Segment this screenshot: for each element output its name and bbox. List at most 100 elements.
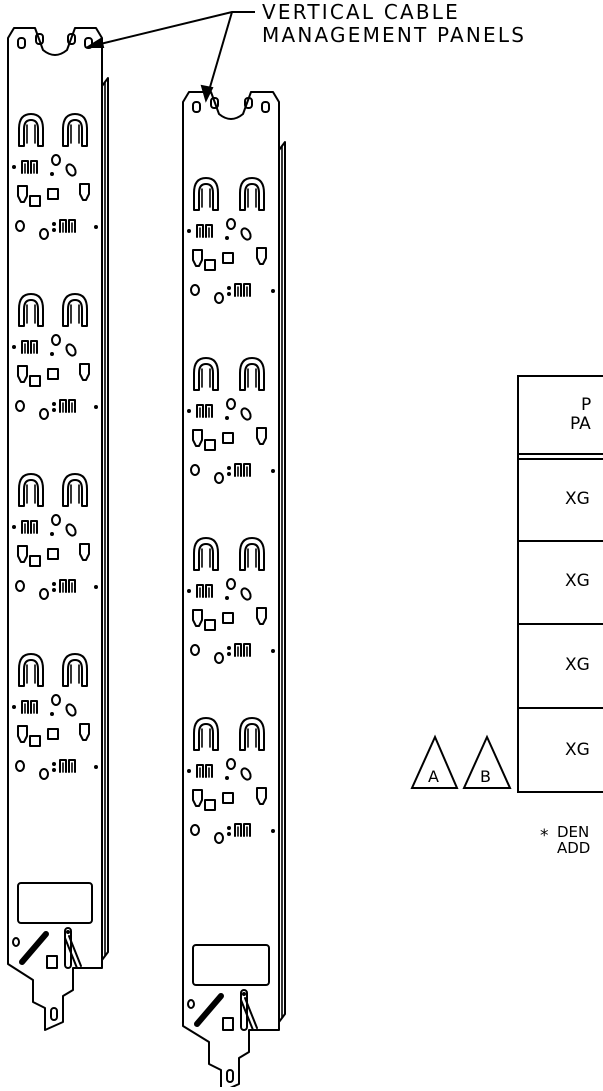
ground-strap [19, 931, 49, 965]
mount-hole [67, 33, 76, 45]
square-hole [204, 439, 216, 451]
rivet-dot [271, 469, 275, 473]
lug-wire [244, 997, 258, 1029]
rivet-dot [227, 286, 231, 290]
slot-cutout [59, 399, 67, 413]
table-row-4: XG [565, 740, 590, 760]
keyhole-cutout [79, 183, 90, 201]
rivet-dot [12, 165, 16, 169]
revision-triangle-a [410, 734, 459, 789]
finger-cutout [239, 177, 265, 211]
keyhole-cutout [79, 363, 90, 381]
rivet-dot [12, 525, 16, 529]
callout-line-1: VERTICAL CABLE [262, 0, 460, 24]
oval-hole [240, 587, 252, 601]
slot-cutout [243, 823, 251, 837]
oval-hole [65, 523, 77, 537]
label-window [192, 944, 270, 986]
round-hole [15, 220, 25, 232]
slot-cutout [196, 584, 204, 598]
finger-cutout [18, 473, 44, 507]
rivet-dot [225, 236, 229, 240]
slot-cutout [205, 404, 213, 418]
rivet-dot [94, 225, 98, 229]
keyhole-cutout [192, 789, 203, 807]
rivet-dot [50, 532, 54, 536]
oval-hole [240, 407, 252, 421]
rivet-dot [94, 585, 98, 589]
round-hole [214, 292, 224, 304]
square-hole [222, 792, 234, 804]
mount-hole [84, 37, 93, 49]
slot-cutout [21, 340, 29, 354]
square-hole [47, 368, 59, 380]
rivet-dot [187, 409, 191, 413]
rivet-dot [52, 222, 56, 226]
slot-cutout [68, 579, 76, 593]
mount-hole [210, 97, 219, 109]
oval-hole [240, 767, 252, 781]
slot-cutout [21, 700, 29, 714]
square-hole [204, 259, 216, 271]
rivet-dot [50, 352, 54, 356]
keyhole-cutout [256, 427, 267, 445]
rivet-dot [271, 289, 275, 293]
rivet-dot [187, 229, 191, 233]
keyhole-cutout [17, 365, 28, 383]
square-hole [47, 548, 59, 560]
slot-cutout [205, 764, 213, 778]
keyhole-cutout [79, 543, 90, 561]
square-hole [29, 375, 41, 387]
revision-letter-a: A [428, 767, 439, 786]
rivet-dot [242, 992, 246, 996]
table-frame [517, 375, 603, 793]
finger-cutout [193, 357, 219, 391]
panel-table [517, 375, 603, 793]
round-hole [39, 588, 49, 600]
ground-lug [64, 927, 72, 969]
rivet-dot [50, 172, 54, 176]
mount-hole [192, 101, 201, 113]
finger-cutout [239, 357, 265, 391]
finger-cutout [239, 717, 265, 751]
round-hole [226, 758, 236, 770]
slot-cutout [30, 520, 38, 534]
mount-hole [17, 37, 26, 49]
slot-cutout [234, 463, 242, 477]
rivet-dot [52, 582, 56, 586]
keyhole-cutout [256, 607, 267, 625]
revision-triangle-b [462, 734, 512, 789]
slot-cutout [205, 584, 213, 598]
round-hole [187, 999, 195, 1009]
lug-wire [64, 937, 78, 969]
rivet-dot [52, 228, 56, 232]
rivet-dot [187, 589, 191, 593]
oval-hole [65, 343, 77, 357]
slot-cutout [21, 160, 29, 174]
slot-cutout [205, 224, 213, 238]
square-hole [204, 799, 216, 811]
round-hole [15, 400, 25, 412]
oval-hole [65, 703, 77, 717]
round-hole [190, 644, 200, 656]
round-hole [226, 398, 236, 410]
round-hole [214, 472, 224, 484]
table-row-3: XG [565, 655, 590, 675]
mount-hole [35, 33, 44, 45]
keyhole-cutout [192, 429, 203, 447]
square-hole [46, 955, 58, 969]
note-asterisk: * [540, 826, 549, 846]
callout-line-2: MANAGEMENT PANELS [262, 23, 527, 47]
slot-cutout [30, 340, 38, 354]
slot-cutout [59, 219, 67, 233]
slot-cutout [30, 700, 38, 714]
keyhole-cutout [256, 247, 267, 265]
rivet-dot [50, 712, 54, 716]
slot-cutout [59, 579, 67, 593]
rivet-dot [227, 832, 231, 836]
table-row-1: XG [565, 489, 590, 509]
square-hole [29, 555, 41, 567]
keyhole-cutout [256, 787, 267, 805]
rivet-dot [271, 649, 275, 653]
